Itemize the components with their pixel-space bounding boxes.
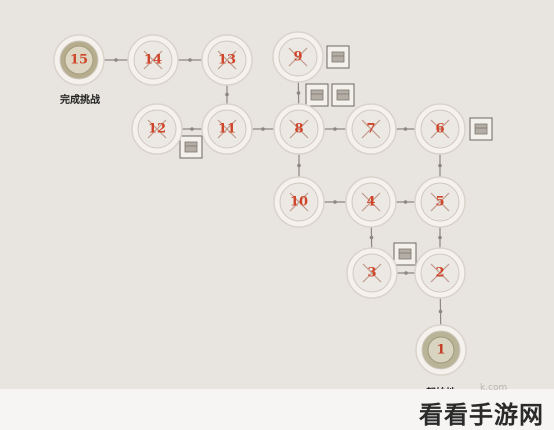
- stage-node-7[interactable]: 7: [345, 103, 397, 155]
- edge-marker: [114, 58, 118, 62]
- edge-marker: [438, 309, 443, 314]
- battle-icon: [288, 47, 308, 67]
- battle-icon: [143, 50, 163, 70]
- battle-icon: [217, 50, 237, 70]
- stage-node-5[interactable]: 5: [414, 176, 466, 228]
- edge-marker: [297, 163, 301, 168]
- chest-icon[interactable]: [179, 135, 203, 159]
- stage-number: 2: [435, 266, 444, 281]
- edge-marker: [369, 235, 374, 240]
- battle-icon: [361, 119, 381, 139]
- watermark-logo: 看看手游网: [419, 401, 544, 429]
- goal-node[interactable]: 15: [53, 34, 105, 86]
- edge-marker: [438, 163, 442, 168]
- start-node[interactable]: 1: [415, 324, 467, 376]
- stage-number: 4: [366, 195, 375, 210]
- chest-icon[interactable]: [326, 45, 350, 69]
- stage-number: 14: [144, 53, 162, 68]
- stage-node-12[interactable]: 12: [131, 103, 183, 155]
- edge-marker: [261, 127, 265, 131]
- stage-node-13[interactable]: 13: [201, 34, 253, 86]
- watermark-url: k.com: [480, 383, 508, 393]
- footer-bar: [0, 389, 554, 430]
- battle-icon: [217, 119, 237, 139]
- stage-number: 1: [436, 343, 445, 358]
- stage-number: 11: [218, 122, 236, 137]
- stage-node-14[interactable]: 14: [127, 34, 179, 86]
- edge-marker: [188, 58, 192, 62]
- battle-icon: [289, 119, 309, 139]
- stage-number: 12: [148, 122, 166, 137]
- edge-marker: [190, 127, 194, 131]
- stage-number: 13: [218, 53, 236, 68]
- battle-icon: [430, 192, 450, 212]
- chest-icon[interactable]: [393, 242, 417, 266]
- edge-marker: [403, 200, 408, 204]
- stage-number: 5: [435, 195, 444, 210]
- battle-icon: [289, 192, 309, 212]
- edge-marker: [438, 235, 442, 240]
- stage-number: 8: [294, 122, 303, 137]
- edge-marker: [333, 200, 337, 204]
- edge-marker: [296, 91, 301, 95]
- edge-marker: [225, 92, 229, 97]
- reward-chests: [179, 45, 493, 266]
- battle-icon: [362, 263, 382, 283]
- stage-node-11[interactable]: 11: [201, 103, 253, 155]
- stage-number: 3: [367, 266, 376, 281]
- stage-node-2[interactable]: 2: [414, 247, 466, 299]
- goal-label: 完成挑战: [60, 95, 100, 106]
- stage-number: 7: [366, 122, 375, 137]
- stage-number: 6: [435, 122, 444, 137]
- chest-icon[interactable]: [331, 83, 355, 107]
- chest-icon[interactable]: [469, 117, 493, 141]
- battle-icon: [430, 119, 450, 139]
- stage-node-9[interactable]: 9: [272, 31, 324, 83]
- edge-marker: [333, 127, 337, 131]
- stage-node-3[interactable]: 3: [346, 247, 398, 299]
- stage-number: 10: [290, 195, 308, 210]
- stage-number: 15: [70, 53, 88, 68]
- battle-icon: [361, 192, 381, 212]
- battle-icon: [430, 263, 450, 283]
- chest-icon[interactable]: [305, 83, 329, 107]
- stage-node-6[interactable]: 6: [414, 103, 466, 155]
- stage-node-4[interactable]: 4: [345, 176, 397, 228]
- edge-marker: [404, 271, 408, 275]
- stage-number: 9: [293, 50, 302, 65]
- stage-node-8[interactable]: 8: [273, 103, 325, 155]
- battle-icon: [147, 119, 167, 139]
- stage-node-10[interactable]: 10: [273, 176, 325, 228]
- edge-marker: [403, 127, 408, 131]
- stage-nodes: 15 14 13 9 12 11 8 7 6 10 4 5 3 2 1: [53, 31, 467, 376]
